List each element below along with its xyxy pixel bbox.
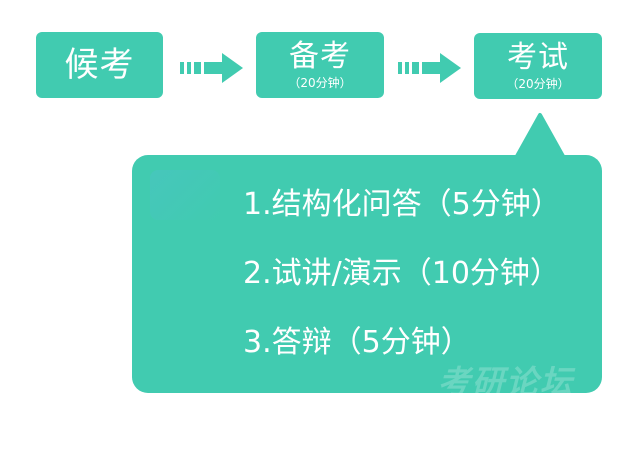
exam-item-defense: 3.答辩（5分钟） <box>243 325 471 360</box>
exam-item-structured-qa: 1.结构化问答（5分钟） <box>243 187 561 222</box>
step-duration: （20分钟） <box>506 77 570 91</box>
dashed-right-arrow-icon <box>398 53 461 83</box>
exam-item-lecture-demo: 2.试讲/演示（10分钟） <box>243 256 560 291</box>
step-title: 考试 <box>507 40 569 75</box>
step-duration: （20分钟） <box>288 76 352 90</box>
step-title: 候考 <box>64 45 135 85</box>
step-box-exam: 考试 （20分钟） <box>474 33 602 99</box>
step-box-waiting: 候考 <box>36 32 163 98</box>
step-title: 备考 <box>289 39 351 74</box>
step-box-preparation: 备考 （20分钟） <box>256 32 384 98</box>
watermark-logo <box>150 170 220 220</box>
watermark-text: 考研论坛 <box>438 365 575 393</box>
exam-detail-bubble <box>132 155 602 393</box>
dashed-right-arrow-icon <box>180 53 243 83</box>
